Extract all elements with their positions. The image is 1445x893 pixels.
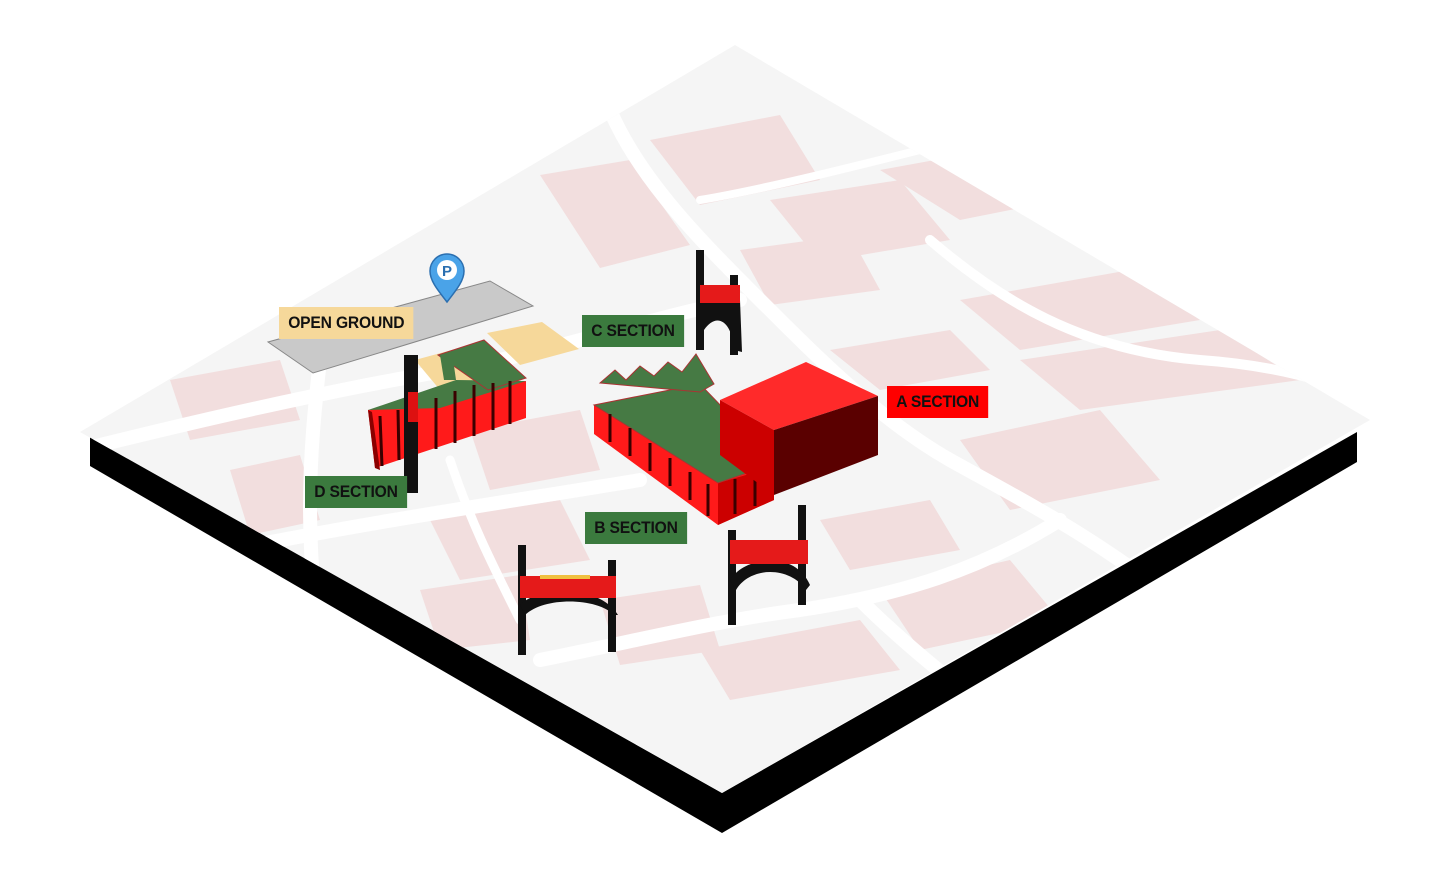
open-ground-label: OPEN GROUND [279,307,414,339]
road [223,473,647,557]
map-block [540,160,690,268]
b-section-label: B SECTION [585,512,687,544]
d-section-building [368,339,527,493]
road [445,455,525,625]
parking-pin-icon: P [429,253,465,304]
map-block [830,330,990,390]
map-block [960,270,1200,350]
d-section-label: D SECTION [305,476,407,508]
a-section-building [720,362,878,495]
road [533,513,1067,667]
road [696,146,924,204]
parking-letter: P [442,263,452,280]
open-ground-plot [487,322,579,365]
gate-b-left [518,545,618,655]
gate-c [696,250,742,355]
map-block [960,410,1160,510]
base-side-right [722,432,1357,833]
map-block [1020,330,1300,410]
map-block [700,620,900,700]
c-section-label: C SECTION [582,315,684,347]
base-side-left [90,437,722,833]
map-block [470,410,600,490]
map-block [230,455,320,535]
gate-b-right [728,505,810,625]
a-section-label: A SECTION [887,386,989,418]
map-block [740,235,880,305]
map-block [820,500,960,570]
